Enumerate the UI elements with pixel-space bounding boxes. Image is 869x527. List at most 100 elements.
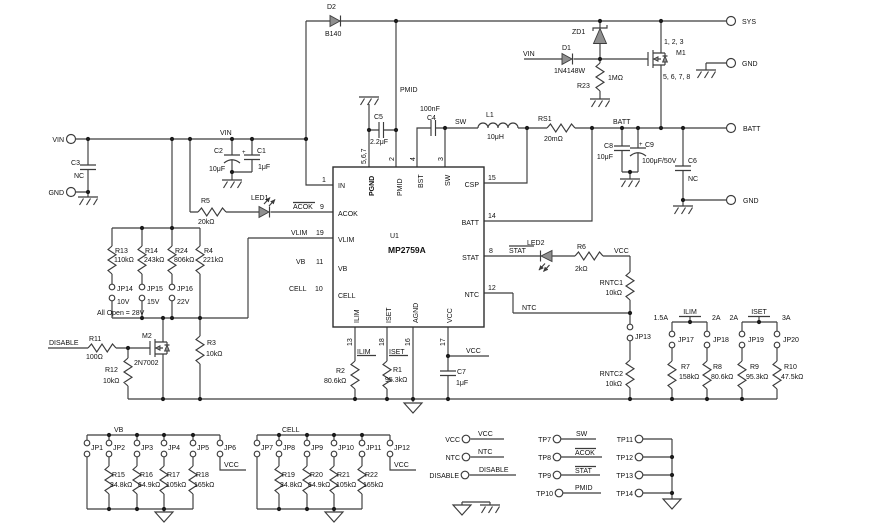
gnd-in-terminal[interactable] <box>65 186 77 198</box>
resistor-r3-icon <box>195 335 205 365</box>
tp11-circle[interactable] <box>634 434 644 444</box>
jumper-jp2[interactable] <box>105 439 113 458</box>
jumper-jp10[interactable] <box>330 439 338 458</box>
tp-vcc-circle[interactable] <box>461 434 471 444</box>
ground-icon <box>77 196 99 206</box>
batt-terminal-label: BATT <box>743 126 761 133</box>
jp17-option: 1.5A <box>654 315 669 322</box>
jumper-jp20[interactable] <box>773 330 781 349</box>
wire-vb-block <box>86 434 246 512</box>
jumper-jp3[interactable] <box>133 439 141 458</box>
wire-ic-top <box>368 21 446 167</box>
net-ntc: NTC <box>522 305 536 312</box>
gnd-sys-terminal[interactable] <box>725 57 737 69</box>
r4-value: 221kΩ <box>203 257 223 264</box>
r23-ref: R23 <box>577 83 590 90</box>
r1-ref: R1 <box>393 367 402 374</box>
jumper-jp4[interactable] <box>160 439 168 458</box>
tp8-circle[interactable] <box>552 452 562 462</box>
jp13-label: JP13 <box>635 334 651 341</box>
ic-pin-stat: STAT <box>462 255 480 262</box>
tp-disable-circle[interactable] <box>460 470 470 480</box>
jp16-option: 22V <box>177 299 190 306</box>
tp9-label: TP9 <box>538 473 551 480</box>
jumper-jp11[interactable] <box>358 439 366 458</box>
ic-pin-batt: BATT <box>462 220 480 227</box>
tp7-circle[interactable] <box>552 434 562 444</box>
c3-ref: C3 <box>71 160 80 167</box>
jp9-label: JP9 <box>311 445 323 452</box>
diode-d1-icon <box>561 52 574 66</box>
jumper-jp14[interactable] <box>108 283 116 302</box>
jumper-jp16[interactable] <box>168 283 176 302</box>
jumper-jp9[interactable] <box>303 439 311 458</box>
pin-num-batt: 14 <box>488 213 496 220</box>
r19-ref: R19 <box>282 472 295 479</box>
jp20-label: JP20 <box>783 337 799 344</box>
ic-mp2759a-body <box>332 166 485 328</box>
jumper-jp6[interactable] <box>216 439 224 458</box>
tp13-circle[interactable] <box>634 470 644 480</box>
wire-testpoints <box>461 438 673 505</box>
resistor-r23-icon <box>595 62 605 92</box>
jp12-label: JP12 <box>394 445 410 452</box>
r16-ref: R16 <box>140 472 153 479</box>
r18-ref: R18 <box>196 472 209 479</box>
vin-terminal[interactable] <box>65 133 77 145</box>
tp-vcc-label: VCC <box>445 437 460 444</box>
ground-triangle-icon <box>154 511 174 523</box>
tp12-circle[interactable] <box>634 452 644 462</box>
r22-ref: R22 <box>365 472 378 479</box>
jumper-jp12[interactable] <box>386 439 394 458</box>
jumper-jp7[interactable] <box>253 439 261 458</box>
tp9-circle[interactable] <box>552 470 562 480</box>
m1-pins-top: 1, 2, 3 <box>664 39 684 46</box>
tp-ntc-circle[interactable] <box>461 452 471 462</box>
ic-pin-vcc: VCC <box>447 308 454 323</box>
c2-polarity: + <box>242 150 246 156</box>
capacitor-c9-icon <box>629 147 647 157</box>
jumper-jp5[interactable] <box>189 439 197 458</box>
jumper-jp19[interactable] <box>738 330 746 349</box>
resistor-r18-icon <box>188 465 198 495</box>
resistor-rntc2-icon <box>625 359 635 389</box>
net-tp-pmid: PMID <box>575 485 593 492</box>
capacitor-c3-icon <box>79 164 97 171</box>
ic-pin-acok: ACOK <box>338 211 358 218</box>
gnd-batt-terminal[interactable] <box>725 194 737 206</box>
sys-terminal[interactable] <box>725 15 737 27</box>
r23-value: 1MΩ <box>608 75 623 82</box>
r13-ref: R13 <box>115 248 128 255</box>
rntc1-ref: RNTC1 <box>600 280 623 287</box>
jp1-label: JP1 <box>91 445 103 452</box>
capacitor-c2-icon <box>223 154 241 164</box>
r3-value: 10kΩ <box>206 351 223 358</box>
rs1-ref: RS1 <box>538 116 552 123</box>
pin-num-pmid: 2 <box>389 157 396 161</box>
c7-value: 1μF <box>456 380 468 387</box>
l1-value: 10μH <box>487 134 504 141</box>
tp14-circle[interactable] <box>634 488 644 498</box>
jumper-jp18[interactable] <box>703 330 711 349</box>
d1-ref: D1 <box>562 45 571 52</box>
r8-value: 80.6kΩ <box>711 374 733 381</box>
jumper-jp8[interactable] <box>275 439 283 458</box>
tp7-label: TP7 <box>538 437 551 444</box>
jumper-jp1[interactable] <box>83 439 91 458</box>
jumper-jp13[interactable] <box>626 323 634 342</box>
ground-icon <box>589 98 611 108</box>
resistor-rs1-icon <box>546 123 576 133</box>
resistor-r10-icon <box>772 360 782 390</box>
r11-value: 100Ω <box>86 354 103 361</box>
r14-ref: R14 <box>145 248 158 255</box>
net-vcc-jp6: VCC <box>224 462 239 469</box>
jumper-jp17[interactable] <box>668 330 676 349</box>
jp14-option: 10V <box>117 299 130 306</box>
tp12-label: TP12 <box>616 455 633 462</box>
batt-terminal[interactable] <box>725 122 737 134</box>
c7-ref: C7 <box>457 369 466 376</box>
tp10-circle[interactable] <box>554 488 564 498</box>
r12-ref: R12 <box>105 367 118 374</box>
jumper-jp15[interactable] <box>138 283 146 302</box>
